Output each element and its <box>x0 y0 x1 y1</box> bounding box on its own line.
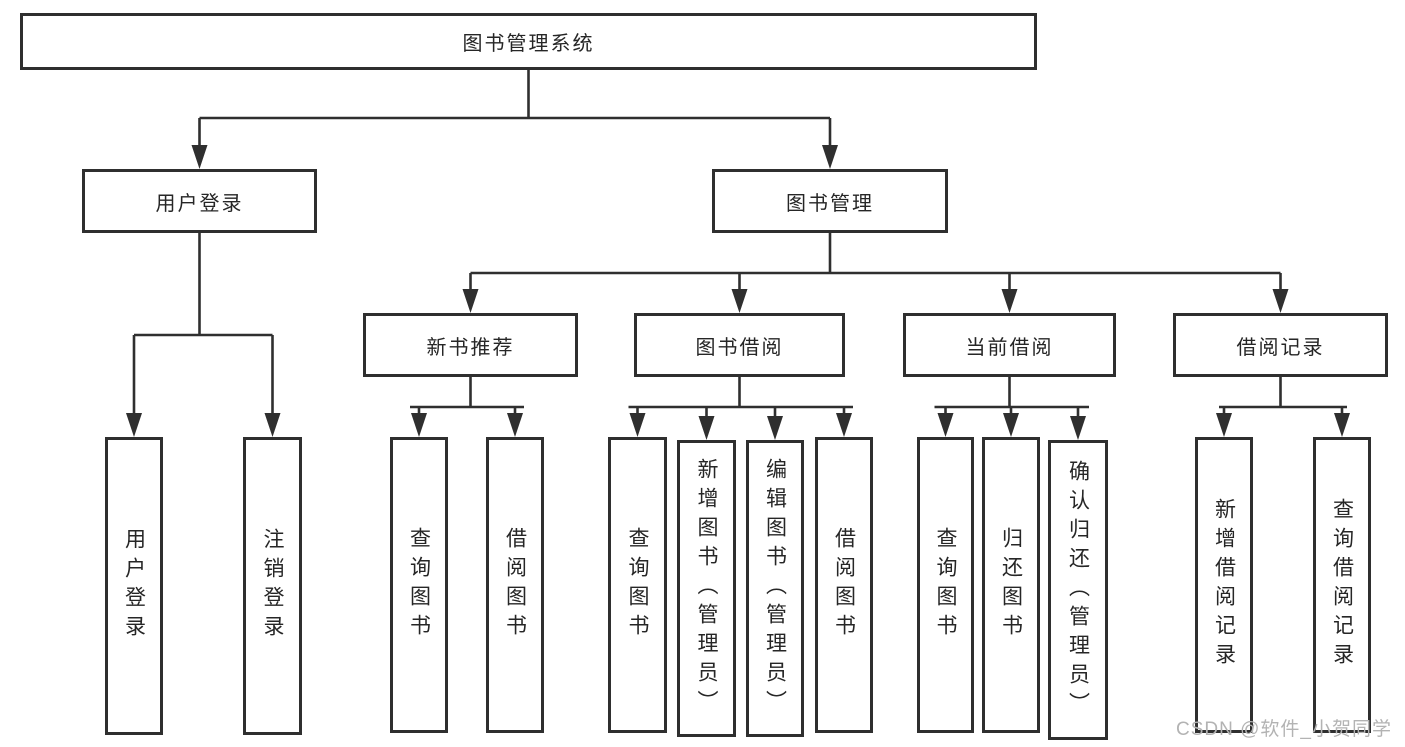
node-br-add-record: 新增借阅记录 <box>1195 437 1253 733</box>
node-rec-search-book: 查询图书 <box>390 437 448 733</box>
node-br-search-record: 查询借阅记录 <box>1313 437 1371 733</box>
node-bb-edit-book: 编辑图书（管理员） <box>746 440 804 737</box>
watermark: CSDN @软件_小贺同学 <box>1176 719 1392 740</box>
node-root: 图书管理系统 <box>20 13 1037 70</box>
node-cb-search-book: 查询图书 <box>917 437 974 733</box>
node-current-borrow: 当前借阅 <box>903 313 1116 377</box>
node-cb-confirm-return: 确认归还（管理员） <box>1048 440 1108 740</box>
node-login: 用户登录 <box>105 437 163 735</box>
node-book-mgmt: 图书管理 <box>712 169 948 233</box>
node-book-borrow: 图书借阅 <box>634 313 845 377</box>
node-bb-search-book: 查询图书 <box>608 437 667 733</box>
node-borrow-records: 借阅记录 <box>1173 313 1388 377</box>
node-bb-add-book: 新增图书（管理员） <box>677 440 736 737</box>
node-rec-borrow-book: 借阅图书 <box>486 437 544 733</box>
node-user-login: 用户登录 <box>82 169 317 233</box>
node-new-book-rec: 新书推荐 <box>363 313 578 377</box>
node-logout: 注销登录 <box>243 437 302 735</box>
node-cb-return-book: 归还图书 <box>982 437 1040 733</box>
node-bb-borrow-book: 借阅图书 <box>815 437 873 733</box>
